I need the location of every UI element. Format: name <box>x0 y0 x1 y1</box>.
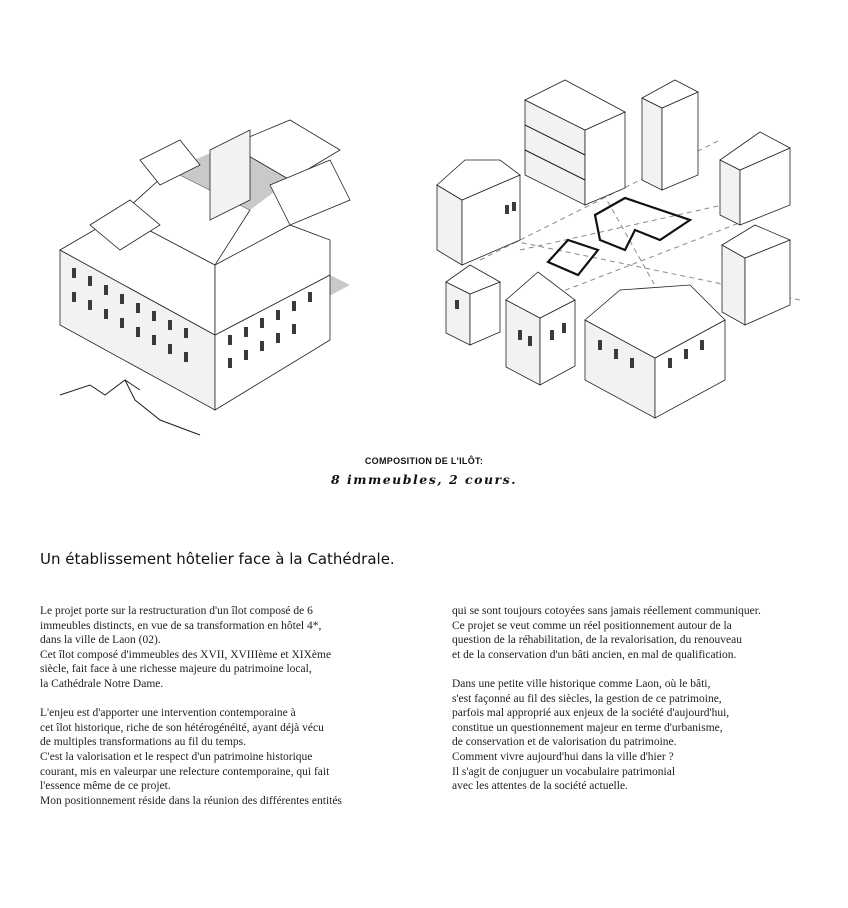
blank-line <box>452 662 832 677</box>
text-line: la Cathédrale Notre Dame. <box>40 677 164 690</box>
text-line: cet îlot historique, riche de son hétéro… <box>40 721 324 734</box>
text-line: Cet îlot composé d'immeubles des XVII, X… <box>40 648 332 661</box>
text-line: l'essence même de ce projet. <box>40 780 171 793</box>
text-line: parfois mal approprié aux enjeux de la s… <box>452 707 730 720</box>
text-line: Dans une petite ville historique comme L… <box>452 677 711 690</box>
text-line: L'enjeu est d'apporter une intervention … <box>40 707 296 720</box>
text-line: avec les attentes de la société actuelle… <box>452 780 628 793</box>
body-text-left-column: Le projet porte sur la restructuration d… <box>40 604 410 808</box>
text-line: qui se sont toujours cotoyées sans jamai… <box>452 605 761 617</box>
blank-line <box>40 692 410 707</box>
text-line: Comment vivre aujourd'hui dans la ville … <box>452 750 674 763</box>
text-line: de multiples transformations au fil du t… <box>40 736 247 749</box>
text-line: constitue un questionnement majeur en te… <box>452 721 723 734</box>
section-heading: Un établissement hôtelier face à la Cath… <box>40 550 395 568</box>
text-line: et de la conservation d'un bâti ancien, … <box>452 648 737 661</box>
exploded-buildings-drawing <box>436 79 801 419</box>
text-line: Le projet porte sur la restructuration d… <box>40 605 313 617</box>
body-text-right-column: qui se sont toujours cotoyées sans jamai… <box>452 604 832 794</box>
text-line: s'est façonné au fil des siècles, la ges… <box>452 692 722 705</box>
axonometric-drawings <box>59 79 801 436</box>
text-line: Il s'agit de conjuguer un vocabulaire pa… <box>452 765 676 778</box>
text-line: courant, mis en valeurpar une relecture … <box>40 765 330 778</box>
text-line: Mon positionnement réside dans la réunio… <box>40 794 342 807</box>
axonometric-figure <box>0 0 848 440</box>
text-line: Ce projet se veut comme un réel position… <box>452 619 732 632</box>
text-line: de conservation et de valorisation du pa… <box>452 736 677 749</box>
figure-caption-title: COMPOSITION DE L'ILÔT: <box>364 456 484 466</box>
text-line: question de la réhabilitation, de la rev… <box>452 634 742 647</box>
text-line: siècle, fait face à une richesse majeure… <box>40 663 312 676</box>
text-line: dans la ville de Laon (02). <box>40 634 161 647</box>
text-line: immeubles distincts, en vue de sa transf… <box>40 619 322 632</box>
text-line: C'est la valorisation et le respect d'un… <box>40 750 313 763</box>
assembled-block-drawing <box>59 119 351 436</box>
figure-caption-subtitle: 8 immeubles, 2 cours. <box>330 472 518 487</box>
